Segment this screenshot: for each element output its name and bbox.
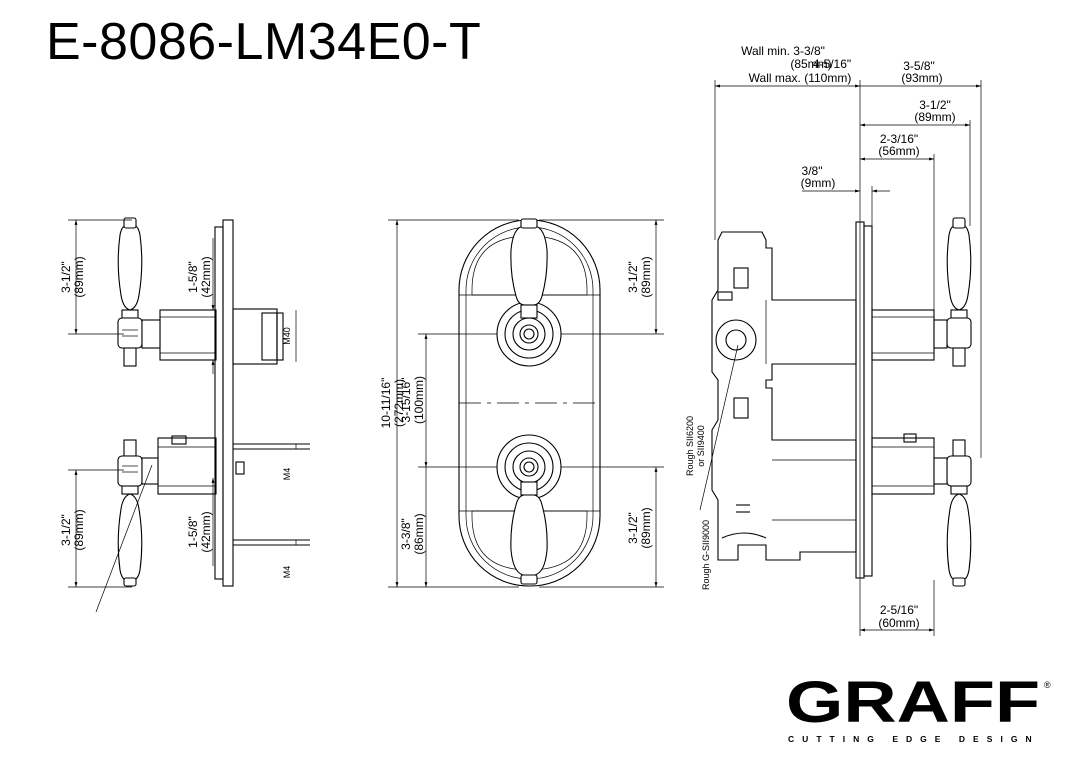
- left-bottom-handle: [117, 439, 159, 587]
- right-dim-5: 2-5/16": [880, 603, 918, 617]
- right-top-handle: [933, 217, 972, 367]
- right-dim-2: 3-1/2": [919, 98, 951, 112]
- front-top-handle-dim-mm: (89mm): [639, 256, 653, 297]
- left-top-handle: [117, 217, 161, 367]
- drawing-title: E-8086-LM34E0-T: [46, 13, 482, 71]
- rough-label-2: or SII9400: [696, 425, 706, 467]
- thread-m40: M40: [282, 327, 292, 345]
- right-bottom-handle: [933, 439, 972, 587]
- left-bottom-body-dim: 1-5/8": [186, 516, 200, 548]
- left-trim-plate: [222, 219, 234, 587]
- left-bottom-handle-dim: 3-1/2": [59, 514, 73, 546]
- front-top-handle: [510, 225, 548, 306]
- left-side-view: 3-1/2" (89mm) 1-5/8" (42mm) M40 3-1/2" (…: [59, 217, 310, 613]
- left-wall-plate: [214, 226, 224, 580]
- rough-label-1: Rough SII6200: [685, 416, 695, 476]
- left-leader-line: [95, 464, 153, 613]
- front-bottom-offset: 3-3/8": [399, 518, 413, 550]
- screw-m4-upper: M4: [282, 468, 292, 481]
- left-top-body-dim-mm: (42mm): [199, 256, 213, 297]
- rough-label-3: Rough G-SII9000: [701, 520, 711, 590]
- left-top-handle-dim-mm: (89mm): [72, 256, 86, 297]
- right-side-view: Wall min. 3-3/8" (85mm) 4-5/16" Wall max…: [685, 44, 982, 636]
- wall-min-label: Wall min. 3-3/8": [741, 44, 825, 58]
- right-dim-1-mm: (93mm): [901, 71, 942, 85]
- left-bottom-handle-dim-mm: (89mm): [72, 509, 86, 550]
- front-bottom-offset-mm: (86mm): [412, 513, 426, 554]
- brand-tagline: CUTTING EDGE DESIGN: [788, 734, 1038, 744]
- rough-valve-body: [711, 231, 857, 561]
- right-dim-3: 2-3/16": [880, 132, 918, 146]
- brand-name: GRAFF: [786, 670, 1040, 735]
- front-view: 10-11/16" (272mm) 3-15/16" (100mm) 3-3/8…: [379, 218, 664, 588]
- screw-m4-lower: M4: [282, 566, 292, 579]
- left-cartridge: [232, 308, 278, 365]
- wall-min-mm: (85mm): [790, 57, 831, 71]
- wall-max-label: Wall max. (110mm): [749, 71, 852, 85]
- left-bottom-body-dim-mm: (42mm): [199, 511, 213, 552]
- left-top-handle-dim: 3-1/2": [59, 261, 73, 293]
- left-bottom-body: [157, 437, 217, 495]
- rough-valve-port: [715, 319, 757, 361]
- left-top-body: [159, 309, 217, 361]
- right-dim-4-mm: (9mm): [801, 176, 836, 190]
- front-overall-height-mm: (272mm): [392, 379, 406, 427]
- front-spacing: 3-15/16": [399, 378, 413, 423]
- front-bottom-handle-dim: 3-1/2": [626, 512, 640, 544]
- right-dim-4: 3/8": [802, 164, 823, 178]
- right-dim-3-mm: (56mm): [878, 144, 919, 158]
- front-bottom-handle-dim-mm: (89mm): [639, 507, 653, 548]
- left-top-body-dim: 1-5/8": [186, 261, 200, 293]
- right-dim-1: 3-5/8": [903, 59, 935, 73]
- wall-mid-dim: 4-5/16": [813, 57, 851, 71]
- graff-logo: GRAFF ® CUTTING EDGE DESIGN: [786, 670, 1051, 744]
- right-dim-5-mm: (60mm): [878, 616, 919, 630]
- right-dim-2-mm: (89mm): [914, 110, 955, 124]
- registered-mark: ®: [1044, 680, 1051, 690]
- front-bottom-handle: [510, 494, 548, 576]
- front-spacing-mm: (100mm): [412, 376, 426, 424]
- right-bottom-body: [871, 437, 935, 495]
- right-top-body: [871, 309, 935, 361]
- front-top-handle-dim: 3-1/2": [626, 261, 640, 293]
- front-overall-height: 10-11/16": [379, 378, 393, 429]
